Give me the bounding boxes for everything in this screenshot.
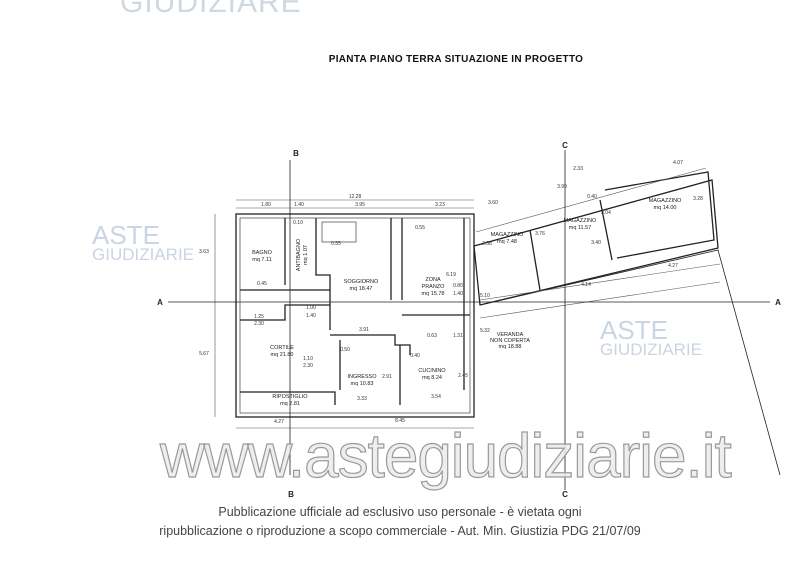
dimension-label: 5.32 <box>480 328 490 334</box>
room-magazzino-3: MAGAZZINO <box>649 198 682 204</box>
footer-line-1: Pubblicazione ufficiale ad esclusivo uso… <box>218 505 582 519</box>
dimension-label: 1.80 <box>261 202 271 208</box>
footer-line-2: ripubblicazione o riproduzione a scopo c… <box>159 524 641 538</box>
room-antibagno-area: mq 1.07 <box>303 245 309 265</box>
dimension-label: 1.40 <box>294 202 304 208</box>
section-b-bottom: B <box>288 490 294 499</box>
room-veranda: VERANDA <box>497 332 524 338</box>
room-ingresso-area: mq 10.83 <box>351 381 374 387</box>
dimension-label: 3.40 <box>591 240 601 246</box>
dimension-label: 12.28 <box>349 194 362 200</box>
dimension-label: 2.30 <box>254 321 264 327</box>
site-watermark: www.astegiudiziarie.it <box>159 422 732 491</box>
dimension-lines <box>214 167 721 429</box>
room-bagno: BAGNO <box>252 250 273 256</box>
dimension-label: 1.40 <box>306 313 316 319</box>
walls <box>235 171 781 476</box>
room-ripostiglio: RIPOSTIGLIO <box>272 394 308 400</box>
room-bagno-area: mq 7.11 <box>252 257 271 263</box>
room-veranda-2: NON COPERTA <box>490 338 530 344</box>
dimension-label: 3.33 <box>357 396 367 402</box>
dimension-label: 0.63 <box>427 333 437 339</box>
room-magazzino-3-area: mq 14.00 <box>654 205 677 211</box>
room-zona-pranzo-area: mq 15.78 <box>422 291 445 297</box>
room-soggiorno: SOGGIORNO <box>344 279 379 285</box>
page-title: PIANTA PIANO TERRA SITUAZIONE IN PROGETT… <box>328 54 584 65</box>
dimension-label: 0.55 <box>415 225 425 231</box>
room-magazzino-2-area: mq 11.57 <box>569 225 592 231</box>
dimension-label: 8.45 <box>395 418 405 424</box>
section-a-left: A <box>157 298 163 307</box>
dimension-label: 3.04 <box>601 210 611 216</box>
dimension-label: 4.14 <box>581 282 591 288</box>
dimension-label: 0.10 <box>293 220 303 226</box>
dimension-label: 4.07 <box>673 160 683 166</box>
room-antibagno: ANTIBAGNO <box>296 238 302 271</box>
room-ingresso: INGRESSO <box>347 374 377 380</box>
dimension-label: 6.19 <box>446 272 456 278</box>
room-veranda-area: mq 18.88 <box>499 344 522 350</box>
room-labels: BAGNO mq 7.11 ANTIBAGNO mq 1.07 SOGGIORN… <box>252 198 682 407</box>
room-magazzino-1: MAGAZZINO <box>491 232 524 238</box>
dimension-label: 4.27 <box>274 419 284 425</box>
dimension-label: 1.40 <box>453 291 463 297</box>
section-c-top: C <box>562 141 568 150</box>
dimension-label: 3.23 <box>435 202 445 208</box>
dimension-label: 0.40 <box>587 194 597 200</box>
room-cucinino-area: mq 8.24 <box>422 375 442 381</box>
room-cucinino: CUCININO <box>418 368 446 374</box>
dimension-label: 2.58 <box>482 241 492 247</box>
section-c-bottom: C <box>562 490 568 499</box>
dimension-labels: 12.28 1.80 1.40 3.95 3.23 3.63 5.67 0.10 0.55 0.5… <box>199 160 703 425</box>
room-zona-pranzo-2: PRANZO <box>422 284 446 290</box>
dimension-label: 3.60 <box>488 200 498 206</box>
dimension-label: 3.63 <box>199 249 209 255</box>
dimension-label: 3.76 <box>535 231 545 237</box>
dimension-label: 1.25 <box>254 314 264 320</box>
dimension-label: 0.45 <box>257 281 267 287</box>
dimension-label: 5.10 <box>480 293 490 299</box>
dimension-label: 5.67 <box>199 351 209 357</box>
dimension-label: 2.91 <box>382 374 392 380</box>
section-lines <box>168 150 770 490</box>
section-b-top: B <box>293 149 299 158</box>
dimension-label: 0.80 <box>453 283 463 289</box>
room-ripostiglio-area: mq 2.81 <box>280 401 300 407</box>
dimension-label: 1.31 <box>453 333 463 339</box>
dimension-label: 2.45 <box>458 373 468 379</box>
watermark-top: GIUDIZIARE <box>120 0 302 19</box>
dimension-label: 2.33 <box>573 166 583 172</box>
dimension-label: 4.27 <box>668 263 678 269</box>
dimension-label: 0.40 <box>410 353 420 359</box>
dimension-label: 1.00 <box>306 305 316 311</box>
dimension-label: 3.90 <box>557 184 567 190</box>
room-zona-pranzo: ZONA <box>425 277 441 283</box>
room-magazzino-1-area: mq 7.48 <box>497 239 517 245</box>
section-marks: A A B B C C <box>157 141 781 499</box>
room-soggiorno-area: mq 18.47 <box>350 286 373 292</box>
dimension-label: 3.91 <box>359 327 369 333</box>
dimension-label: 3.54 <box>431 394 441 400</box>
dimension-label: 0.55 <box>331 241 341 247</box>
room-magazzino-2: MAGAZZINO <box>564 218 597 224</box>
dimension-label: 1.10 <box>303 356 313 362</box>
dimension-label: 0.50 <box>340 347 350 353</box>
dimension-label: 2.30 <box>303 363 313 369</box>
dimension-label: 3.28 <box>693 196 703 202</box>
section-a-right: A <box>775 298 781 307</box>
dimension-label: 3.95 <box>355 202 365 208</box>
room-cortile: CORTILE <box>270 345 294 351</box>
room-cortile-area: mq 21.80 <box>271 352 294 358</box>
